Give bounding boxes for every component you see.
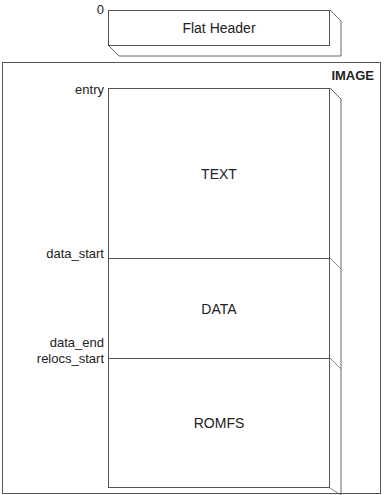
- image-region: IMAGE TEXT DATA ROMFS: [2, 62, 381, 494]
- section-box: TEXT: [108, 88, 330, 259]
- section-label: Flat Header: [182, 20, 255, 36]
- header-box: Flat Header: [108, 10, 330, 46]
- section-box: DATA: [108, 258, 330, 359]
- stack-edge: [330, 258, 341, 269]
- offset-label: data_end: [50, 335, 104, 350]
- section-box: ROMFS: [108, 358, 330, 488]
- section-label: ROMFS: [194, 415, 245, 431]
- stack-edge: [330, 358, 341, 369]
- offset-label: 0: [97, 2, 104, 17]
- region-title: IMAGE: [331, 68, 374, 83]
- slab-edge: [108, 10, 341, 56]
- stack-edge: [330, 88, 341, 495]
- section-label: TEXT: [201, 166, 237, 182]
- section-label: DATA: [201, 301, 236, 317]
- offset-label: entry: [75, 82, 104, 97]
- offset-label: relocs_start: [37, 351, 104, 366]
- offset-label: data_start: [46, 246, 104, 261]
